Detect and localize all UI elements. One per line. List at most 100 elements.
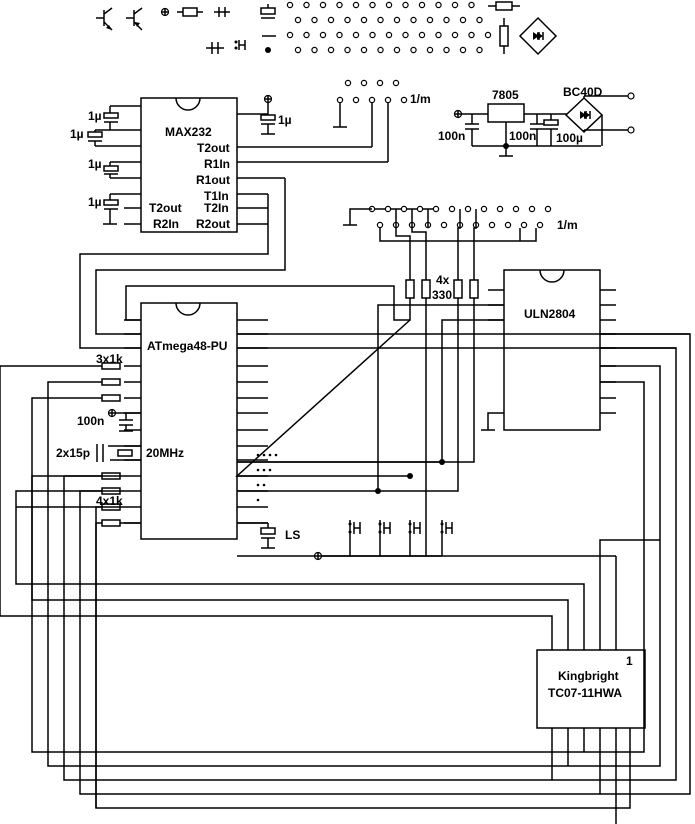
wire-segment <box>411 209 427 280</box>
display-name-line2: TC07-11HWA <box>548 686 622 700</box>
cap-label-1u-c: 1µ <box>88 157 102 171</box>
push-button-symbol-icon <box>234 40 246 50</box>
speaker-label: LS <box>285 528 300 542</box>
cap-label-100u: 100µ <box>556 131 583 145</box>
button-contact <box>408 530 412 534</box>
wire-segment <box>47 365 661 767</box>
resistor-1k <box>101 519 121 527</box>
max232-capacitor-c3 <box>103 162 119 178</box>
cap-label-1u-d: 1µ <box>88 195 102 209</box>
bit-marker <box>262 483 266 487</box>
resistor-vertical-icon <box>499 18 509 54</box>
legend-pin <box>369 31 376 39</box>
max232-pin-t2out-left: T2out <box>149 201 182 215</box>
legend-pin <box>393 46 401 54</box>
serial-pin <box>400 96 408 104</box>
parallel-pin <box>496 205 504 213</box>
uln2804-chip: ULN2804 <box>237 269 616 494</box>
serial-pin <box>352 96 360 104</box>
legend-pin <box>360 46 368 54</box>
wire-segment <box>473 209 477 280</box>
parallel-pin <box>488 221 496 229</box>
serial-connector-label: 1/m <box>410 92 431 106</box>
uln-label: ULN2804 <box>524 307 576 321</box>
parallel-pin <box>416 205 424 213</box>
wire-segment <box>237 298 475 463</box>
serial-pin <box>344 79 352 87</box>
res-label-4x1k: 4x1k <box>96 494 123 508</box>
wire-segment <box>237 298 459 492</box>
legend-pin <box>327 16 335 24</box>
wire-segment <box>0 365 553 650</box>
parallel-pin <box>528 205 536 213</box>
regulator-label: 7805 <box>492 88 519 102</box>
max232-pin-r1out: R1out <box>196 173 230 187</box>
legend-pin <box>459 46 467 54</box>
legend-pin <box>311 46 318 54</box>
legend-pin <box>484 31 492 39</box>
max232-pin-r1in: R1In <box>204 157 230 171</box>
cap-label-100n-b: 100n <box>509 129 536 143</box>
legend-pin <box>344 46 351 54</box>
bridge-rectifier <box>564 92 635 146</box>
legend-pin <box>319 31 327 39</box>
legend-pin <box>410 46 417 54</box>
junction-symbol-icon <box>265 47 271 53</box>
parallel-pin <box>480 205 488 213</box>
bridge-label: BC40D <box>563 85 603 99</box>
cap-label-1u-a: 1µ <box>88 109 102 123</box>
legend-pin <box>393 16 401 24</box>
wire-segment <box>235 319 411 477</box>
max232-capacitor-c5 <box>237 94 276 135</box>
wire-segment <box>395 209 411 280</box>
max232-pin-r2in-left: R2In <box>153 217 179 231</box>
parallel-connector-label: 1/m <box>557 218 578 232</box>
parallel-pin <box>464 205 472 213</box>
wire-segment <box>31 381 645 753</box>
legend-pin <box>377 46 384 54</box>
legend-pin <box>319 1 327 9</box>
legend-pin <box>286 1 294 9</box>
legend-pin <box>443 16 450 24</box>
crystal-symbol-icon <box>177 7 203 17</box>
parallel-pin <box>448 205 456 213</box>
resistor-array-330 <box>405 279 479 299</box>
legend-pin <box>311 16 318 24</box>
parallel-pin <box>544 205 552 213</box>
transistor-npn-icon <box>96 7 113 31</box>
max232-pin-r2out: R2out <box>196 217 230 231</box>
parallel-connector-dsub25 <box>343 205 552 280</box>
resistor-1k <box>101 394 121 402</box>
atmega48-chip: ATmega48-PU 20MHz 2x15p 100n 3x1k 4x1k <box>56 302 300 549</box>
power-supply: 7805 100n 100n 100µ <box>438 85 635 157</box>
legend-pin <box>451 1 459 9</box>
capacitor-symbol-icon <box>214 7 230 17</box>
crystal-20mhz <box>108 445 141 461</box>
button-contact <box>440 530 444 534</box>
button-contact <box>378 522 382 526</box>
wire-segment <box>31 475 569 650</box>
transistor-pnp-icon <box>126 7 143 31</box>
serial-pin <box>392 79 400 87</box>
legend-pin <box>410 16 417 24</box>
max232-chip: MAX232 T2out R1In R1out T1In T2out R2In … <box>70 94 388 233</box>
wire-segment <box>377 304 504 491</box>
capacitor-vertical-icon <box>206 42 224 54</box>
legend-pin <box>468 1 475 9</box>
parallel-pin <box>400 205 408 213</box>
serial-pin <box>376 79 384 87</box>
wire-segment <box>15 490 585 650</box>
serial-connector-dsub9 <box>333 79 408 162</box>
max232-capacitor-c2 <box>87 129 141 147</box>
serial-pin <box>368 96 376 104</box>
legend-pin <box>377 16 384 24</box>
legend-pin <box>303 1 310 9</box>
push-buttons <box>313 520 453 561</box>
bit-marker <box>262 453 266 457</box>
legend-pin <box>303 31 310 39</box>
sub-d-25-connector-icon <box>286 1 492 54</box>
legend-pin <box>294 16 302 24</box>
legend-pin <box>459 16 467 24</box>
bit-marker <box>274 453 278 457</box>
